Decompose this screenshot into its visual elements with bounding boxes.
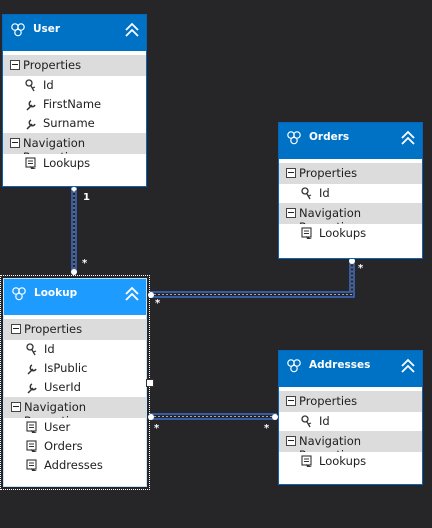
section-label: Properties [23, 58, 82, 72]
property-name: UserId [44, 380, 81, 394]
navigation-item[interactable]: User [4, 418, 146, 437]
property-item[interactable]: IsPublic [4, 359, 146, 378]
navigation-property-icon [26, 440, 38, 453]
section-label: Properties [24, 322, 83, 336]
navigation-property-icon [301, 455, 313, 468]
navigation-name: Orders [44, 439, 83, 453]
collapse-section-icon[interactable] [286, 168, 296, 178]
navigation-item[interactable]: Addresses [4, 456, 146, 475]
connector-end-circle [349, 258, 355, 264]
collapse-icon[interactable] [124, 21, 140, 39]
entity-title: Orders [309, 131, 350, 143]
properties-section-header[interactable]: Properties [279, 163, 422, 184]
navigation-name: Lookups [319, 454, 367, 468]
property-name: Id [44, 342, 55, 356]
key-icon [301, 187, 312, 200]
section-label: Properties [299, 166, 358, 180]
key-icon [26, 343, 37, 356]
navigation-section-header[interactable]: Navigation Properties [3, 133, 146, 164]
key-icon [25, 79, 36, 92]
multiplicity-lookup-end: * [82, 258, 88, 269]
multiplicity-lookup-orders-end: * [155, 298, 161, 309]
entity-title: User [33, 23, 61, 35]
entity-title: Lookup [34, 287, 78, 299]
collapse-section-icon[interactable] [11, 402, 21, 412]
connector-end-circle [272, 414, 278, 420]
navigation-section-header[interactable]: Navigation Properties [4, 397, 146, 428]
resize-handle[interactable] [146, 379, 154, 387]
connector-end-circle [148, 414, 154, 420]
connector-end-circle [148, 292, 154, 298]
entity-icon [286, 357, 302, 373]
navigation-name: Lookups [319, 226, 367, 240]
properties-section-header[interactable]: Properties [3, 55, 146, 76]
entity-icon [11, 285, 27, 301]
property-item[interactable]: Id [279, 412, 422, 431]
navigation-name: Lookups [43, 156, 91, 170]
navigation-item[interactable]: Lookups [279, 452, 422, 471]
section-label: Properties [299, 394, 358, 408]
property-item[interactable]: Id [279, 184, 422, 203]
navigation-name: User [44, 420, 71, 434]
multiplicity-lookup-addresses-end: * [154, 423, 160, 434]
navigation-section-header[interactable]: Navigation Properties [279, 431, 422, 462]
entity-title: Addresses [309, 359, 371, 371]
entity-lookup[interactable]: Lookup Properties Id IsPublic UserId Nav… [0, 275, 150, 490]
entity-header[interactable]: Lookup [4, 279, 146, 315]
connector-end-circle [71, 269, 77, 275]
key-icon [301, 415, 312, 428]
property-name: Id [43, 78, 54, 92]
navigation-property-icon [26, 459, 38, 472]
collapse-section-icon[interactable] [11, 324, 21, 334]
entity-header[interactable]: Addresses [279, 351, 422, 387]
property-item[interactable]: Id [3, 76, 146, 95]
association-lookup-orders[interactable] [148, 258, 355, 298]
association-lookup-addresses[interactable] [148, 413, 278, 420]
wrench-icon [27, 383, 37, 394]
property-name: Surname [43, 116, 95, 130]
entity-orders[interactable]: Orders Properties Id Navigation Properti… [278, 122, 423, 259]
connector-end-diamond [71, 186, 77, 192]
collapse-icon[interactable] [124, 285, 140, 303]
property-name: Id [319, 414, 330, 428]
navigation-property-icon [25, 157, 37, 170]
wrench-icon [26, 100, 36, 111]
navigation-property-icon [26, 421, 38, 434]
properties-section-header[interactable]: Properties [279, 391, 422, 412]
multiplicity-user-end: 1 [83, 192, 90, 203]
entity-icon [10, 21, 26, 37]
property-item[interactable]: Surname [3, 114, 146, 133]
wrench-icon [26, 119, 36, 130]
collapse-section-icon[interactable] [286, 396, 296, 406]
multiplicity-addresses-end: * [264, 423, 270, 434]
navigation-item[interactable]: Orders [4, 437, 146, 456]
property-name: Id [319, 186, 330, 200]
association-user-lookup[interactable] [71, 186, 77, 275]
navigation-name: Addresses [44, 458, 103, 472]
entity-header[interactable]: Orders [279, 123, 422, 159]
entity-addresses[interactable]: Addresses Properties Id Navigation Prope… [278, 350, 423, 485]
collapse-section-icon[interactable] [10, 138, 20, 148]
property-item[interactable]: FirstName [3, 95, 146, 114]
collapse-section-icon[interactable] [286, 208, 296, 218]
wrench-icon [27, 364, 37, 375]
property-name: IsPublic [44, 361, 88, 375]
collapse-icon[interactable] [400, 357, 416, 375]
property-item[interactable]: Id [4, 340, 146, 359]
multiplicity-orders-end: * [358, 263, 364, 274]
collapse-section-icon[interactable] [286, 436, 296, 446]
navigation-item[interactable]: Lookups [279, 224, 422, 243]
entity-header[interactable]: User [3, 15, 146, 51]
property-item[interactable]: UserId [4, 378, 146, 397]
property-name: FirstName [43, 97, 102, 111]
navigation-section-header[interactable]: Navigation Properties [279, 203, 422, 234]
properties-section-header[interactable]: Properties [4, 319, 146, 340]
navigation-item[interactable]: Lookups [3, 154, 146, 173]
collapse-icon[interactable] [400, 129, 416, 147]
entity-icon [286, 129, 302, 145]
collapse-section-icon[interactable] [10, 60, 20, 70]
entity-user[interactable]: User Properties Id FirstName Surname Nav… [2, 14, 147, 187]
navigation-property-icon [301, 227, 313, 240]
